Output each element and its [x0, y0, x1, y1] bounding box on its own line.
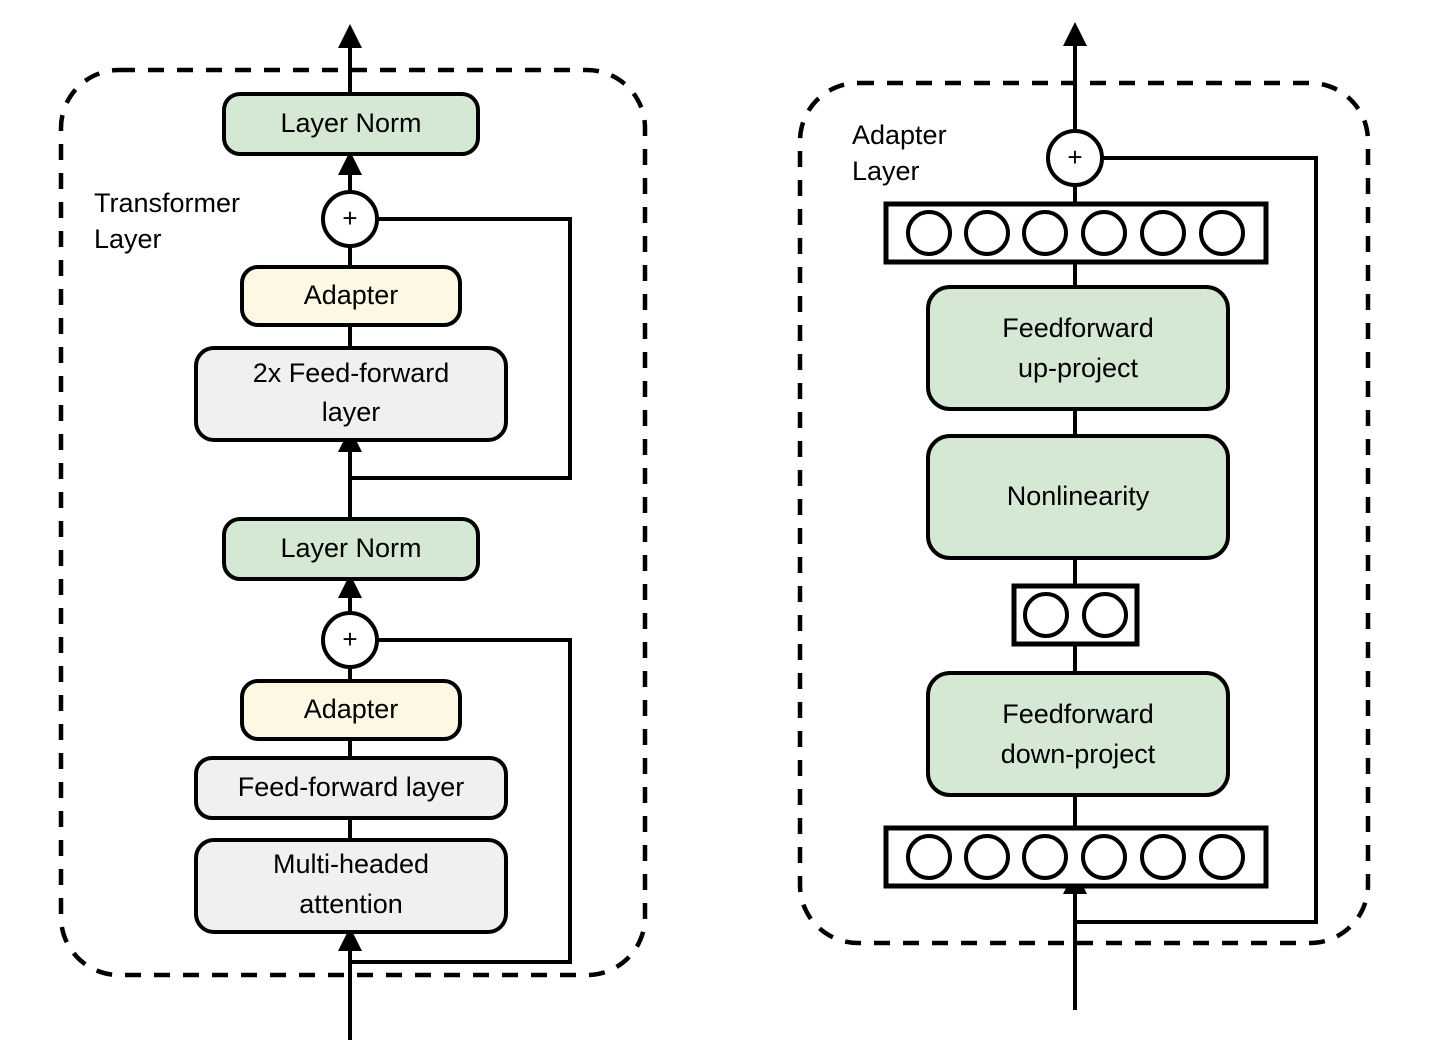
node-add-upper-label: +: [342, 203, 357, 233]
node-feedforward-up-project-line2: up-project: [1018, 353, 1139, 383]
node-add-upper: +: [321, 190, 379, 248]
node-nonlinearity-label: Nonlinearity: [1007, 481, 1150, 511]
node-layer-norm-top[interactable]: Layer Norm: [222, 92, 480, 156]
node-2x-feed-forward-layer[interactable]: 2x Feed-forward layer: [194, 346, 508, 442]
node-2x-feed-forward-line2: layer: [322, 397, 381, 427]
node-layer-norm-top-label: Layer Norm: [280, 108, 421, 138]
transformer-layer-dashed-border: [58, 67, 648, 978]
neuron-circle: [1023, 592, 1069, 638]
neuron-circle: [1199, 210, 1245, 256]
neuron-circle: [1081, 834, 1127, 880]
neuron-row-bottom: [883, 825, 1269, 889]
neuron-circle: [906, 834, 952, 880]
node-adapter-upper[interactable]: Adapter: [240, 265, 462, 327]
neuron-circle: [1140, 210, 1186, 256]
neuron-circle: [1199, 834, 1245, 880]
node-adapter-lower-label: Adapter: [304, 694, 399, 724]
neuron-circle: [1082, 592, 1128, 638]
node-add-lower: +: [321, 611, 379, 669]
neuron-circle: [1140, 834, 1186, 880]
node-feedforward-up-project-line1: Feedforward: [1002, 313, 1154, 343]
node-feed-forward-layer-label: Feed-forward layer: [238, 772, 465, 802]
neuron-row-top: [883, 201, 1269, 265]
neuron-circle: [906, 210, 952, 256]
adapter-layer-dashed-border: [797, 80, 1371, 946]
neuron-circle: [964, 210, 1010, 256]
edge-residual-upper: [350, 217, 572, 480]
adapter-layer-panel: Adapter Layer: [797, 22, 1371, 1010]
adapter-layer-label-line1: Adapter: [852, 120, 947, 150]
neuron-circle: [1022, 834, 1068, 880]
node-feed-forward-layer[interactable]: Feed-forward layer: [194, 756, 508, 820]
node-adapter-upper-label: Adapter: [304, 280, 399, 310]
neuron-row-mid: [1011, 583, 1140, 647]
edge-adapter-residual: [1075, 156, 1318, 924]
neuron-circle: [964, 834, 1010, 880]
node-multi-headed-attention[interactable]: Multi-headed attention: [194, 838, 508, 934]
node-add-adapter: +: [1046, 129, 1104, 187]
node-feedforward-down-project[interactable]: Feedforward down-project: [926, 671, 1230, 797]
node-layer-norm-mid[interactable]: Layer Norm: [222, 517, 480, 581]
edge-residual-lower: [350, 638, 572, 964]
node-multi-headed-attention-line2: attention: [299, 889, 403, 919]
node-feedforward-down-project-line2: down-project: [1001, 739, 1156, 769]
node-layer-norm-mid-label: Layer Norm: [280, 533, 421, 563]
node-multi-headed-attention-line1: Multi-headed: [273, 849, 429, 879]
transformer-layer-label-line2: Layer: [94, 224, 162, 254]
node-feedforward-up-project[interactable]: Feedforward up-project: [926, 285, 1230, 411]
neuron-circle: [1081, 210, 1127, 256]
node-adapter-lower[interactable]: Adapter: [240, 679, 462, 741]
node-feedforward-down-project-line1: Feedforward: [1002, 699, 1154, 729]
node-2x-feed-forward-line1: 2x Feed-forward: [253, 358, 450, 388]
node-add-adapter-label: +: [1067, 142, 1082, 172]
node-add-lower-label: +: [342, 624, 357, 654]
node-nonlinearity[interactable]: Nonlinearity: [926, 434, 1230, 560]
transformer-layer-label-line1: Transformer: [94, 188, 240, 218]
neuron-circle: [1022, 210, 1068, 256]
adapter-layer-label-line2: Layer: [852, 156, 920, 186]
transformer-layer-panel: Transformer Layer: [58, 24, 648, 1040]
